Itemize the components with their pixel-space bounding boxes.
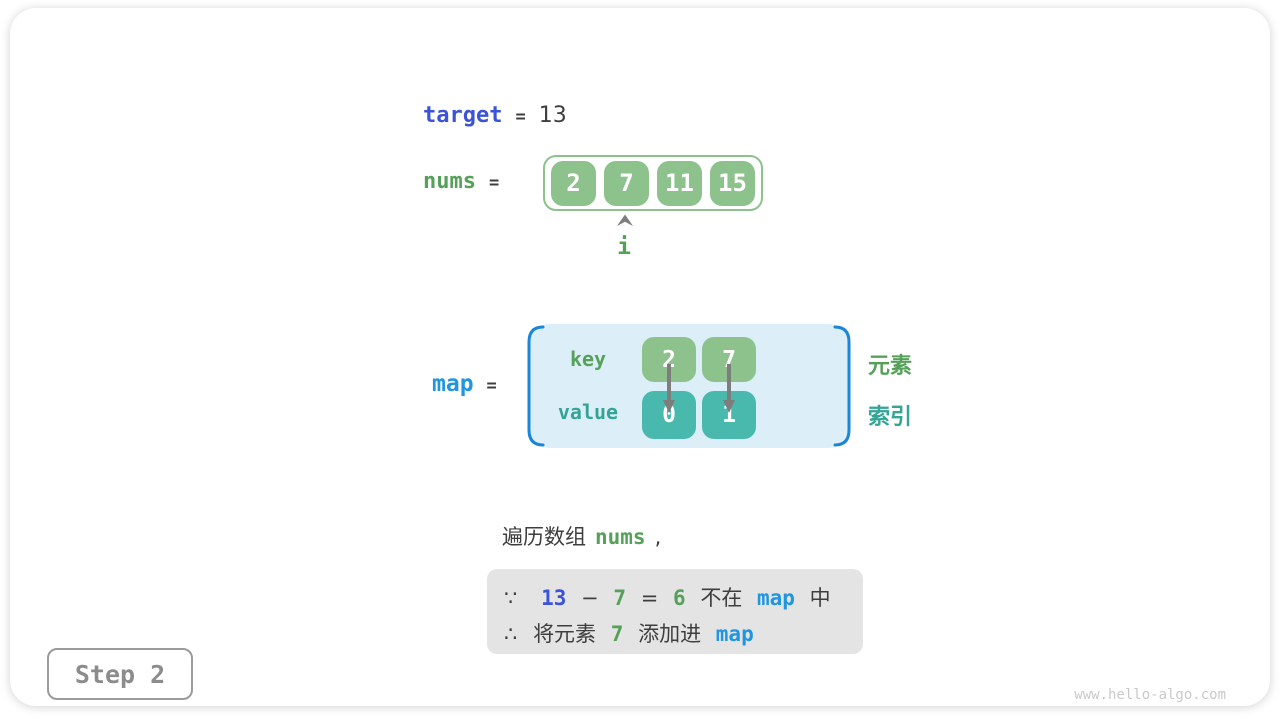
nums-var-label: nums (423, 169, 476, 194)
key-to-value-arrow-icon (723, 364, 735, 413)
diagram-canvas: target = 13 nums = 2 7 11 15 i map = key… (10, 8, 1270, 706)
target-value: 13 (538, 103, 567, 128)
index-pointer-caret-icon (617, 214, 633, 226)
map-assignment: map = (432, 371, 510, 397)
caption-line: 遍历数组 nums , (502, 521, 661, 551)
target-assignment: target = 13 (423, 103, 567, 128)
map-left-bracket-icon (527, 325, 545, 447)
map-value-label: value (557, 400, 619, 424)
equals-sign: = (488, 173, 500, 193)
key-to-value-arrow-icon (663, 364, 675, 413)
nums-cell-0: 2 (551, 160, 596, 206)
map-table: key value 2 7 0 1 (527, 324, 851, 448)
because-symbol: ∵ (504, 586, 518, 610)
note-map-token: map (757, 586, 795, 610)
nums-assignment: nums = (423, 169, 512, 194)
note-target-value: 13 (541, 586, 567, 610)
nums-cell-1: 7 (604, 160, 649, 206)
map-value-cell-1: 1 (702, 391, 756, 439)
note-text: 将元素 (533, 622, 597, 646)
minus-sign: − (581, 586, 599, 610)
caption-nums-token: nums (595, 525, 646, 549)
nums-cell-3: 15 (710, 160, 755, 206)
caption-text: 遍历数组 (502, 525, 586, 549)
map-key-label: key (569, 347, 607, 371)
index-pointer-label: i (617, 234, 631, 260)
map-var-label: map (432, 371, 474, 397)
equals-sign: = (515, 107, 526, 127)
note-text: 添加进 (638, 622, 702, 646)
note-line-2: ∴ 将元素 7 添加进 map (504, 616, 863, 652)
note-line-1: ∵ 13 − 7 = 6 不在 map 中 (504, 580, 863, 616)
note-map-token: map (715, 622, 754, 646)
equals-sign: = (486, 376, 497, 396)
note-box: ∵ 13 − 7 = 6 不在 map 中 ∴ 将元素 7 添加进 map (487, 569, 863, 654)
index-side-label: 索引 (868, 405, 913, 430)
note-element-value: 7 (610, 622, 624, 646)
nums-array: 2 7 11 15 (543, 155, 763, 211)
equals-sign: = (640, 586, 659, 610)
target-var-label: target (423, 103, 503, 128)
map-right-bracket-icon (833, 325, 851, 447)
note-diff-value: 6 (672, 586, 686, 610)
nums-cell-2: 11 (657, 160, 702, 206)
caption-comma: , (654, 525, 662, 549)
note-text: 不在 (700, 586, 743, 610)
therefore-symbol: ∴ (504, 622, 518, 646)
element-side-label: 元素 (868, 354, 913, 379)
step-badge: Step 2 (47, 648, 193, 700)
note-current-value: 7 (613, 586, 626, 610)
map-value-cell-0: 0 (642, 391, 696, 439)
note-text: 中 (809, 586, 831, 610)
watermark: www.hello-algo.com (1074, 687, 1226, 703)
